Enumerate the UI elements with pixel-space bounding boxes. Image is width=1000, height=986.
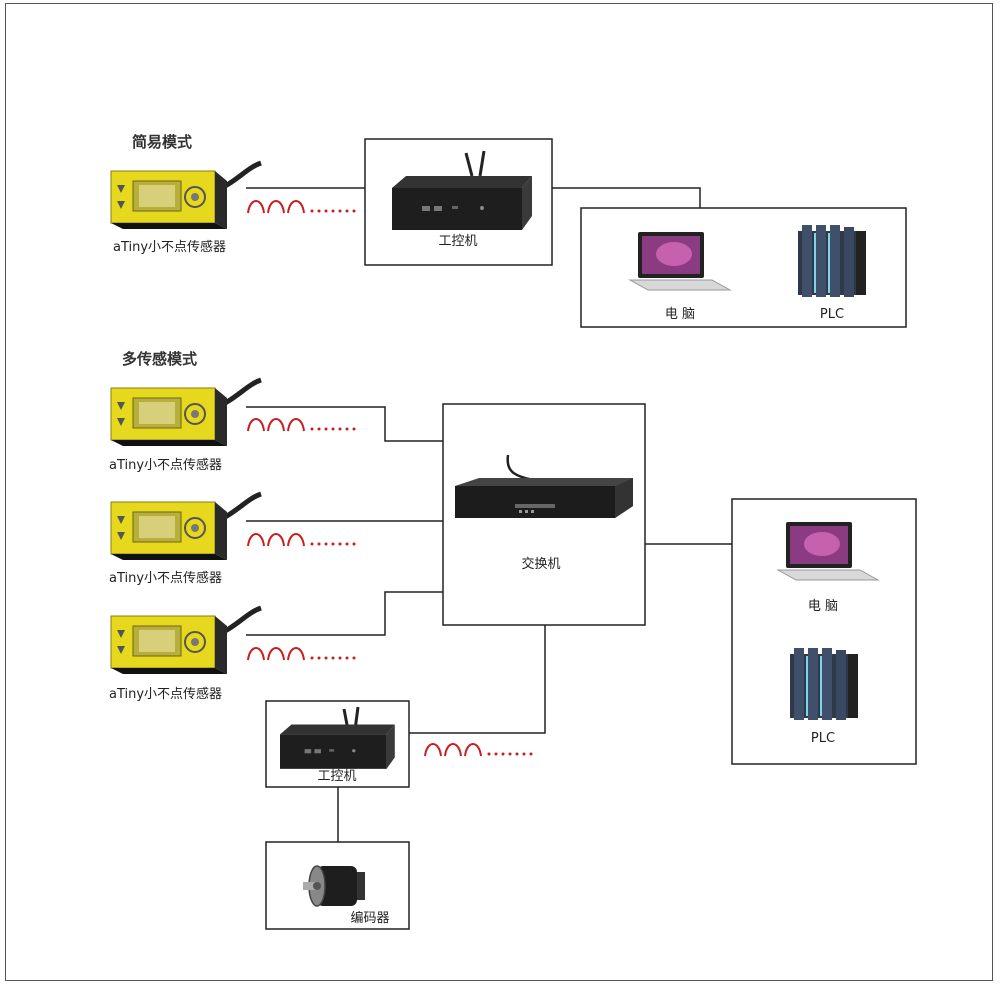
sensor-icon (111, 608, 261, 674)
sensor-label: aTiny小不点传感器 (109, 570, 222, 586)
switch-label: 交换机 (521, 556, 560, 572)
encoder-label: 编码器 (350, 911, 389, 926)
plc-icon (790, 648, 858, 720)
computer-label: 电 脑 (665, 307, 695, 322)
ipc-label: 工控机 (317, 769, 356, 784)
connector-line (552, 187, 701, 208)
signal-wave-icon (247, 200, 357, 214)
signal-wave-icon (424, 743, 534, 757)
sensor-label: aTiny小不点传感器 (109, 686, 222, 702)
multi-mode-title: 多传感模式 (122, 350, 197, 368)
plc-label: PLC (811, 731, 835, 746)
plc-icon (798, 225, 866, 297)
diagram-frame (5, 3, 993, 981)
computer-label: 电 脑 (808, 599, 838, 614)
signal-wave-icon (247, 418, 357, 432)
multi-mode-section: 多传感模式 aTiny小不点传感器 aTiny小不点传感器 aTiny小不点传感… (109, 350, 917, 930)
sensor-icon (111, 163, 261, 229)
simple-mode-title: 简易模式 (132, 133, 192, 151)
encoder-icon (302, 865, 366, 907)
simple-mode-section: 简易模式 aTiny小不点传感器 工控机 电 脑 PLC (111, 133, 907, 328)
sensor-label: aTiny小不点传感器 (113, 239, 226, 255)
industrial-pc-icon (280, 724, 395, 769)
connector-line (246, 406, 443, 442)
sensor-icon (111, 380, 261, 446)
sensor-label: aTiny小不点传感器 (109, 457, 222, 473)
antenna-icon (478, 150, 486, 177)
ipc-label: 工控机 (438, 234, 477, 249)
industrial-pc-icon (392, 176, 532, 230)
network-switch-icon (455, 478, 633, 518)
plc-label: PLC (820, 307, 844, 322)
sensor-icon (111, 494, 261, 560)
connector-line (246, 591, 443, 636)
connector-line (409, 625, 546, 734)
signal-wave-icon (247, 647, 357, 661)
antenna-icon (464, 152, 474, 177)
signal-wave-icon (247, 533, 357, 547)
